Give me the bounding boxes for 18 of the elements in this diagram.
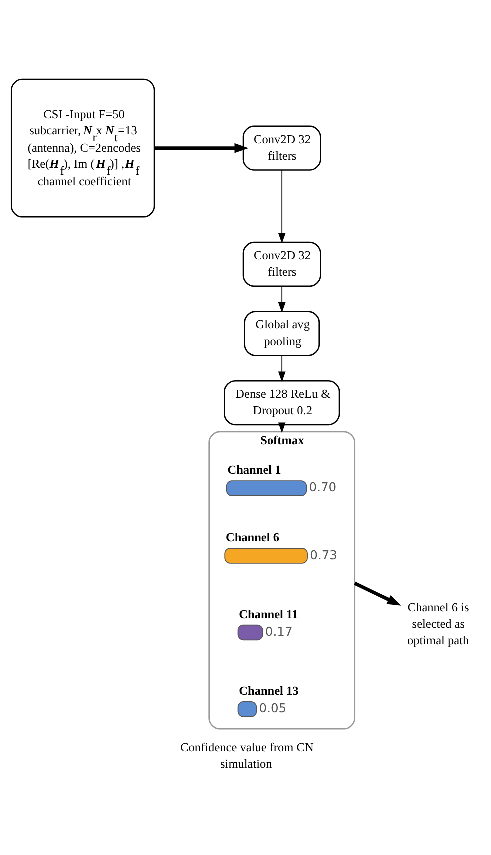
arrow — [354, 581, 402, 606]
arrow — [278, 355, 286, 382]
arrow — [154, 142, 249, 153]
caption: Confidence value from CN simulation — [180, 740, 314, 770]
arrow — [278, 170, 286, 244]
node-label: 0.70 — [309, 480, 337, 494]
node-box: Conv2D 32 filters — [242, 241, 322, 287]
arrow — [278, 286, 286, 312]
node-text: Channel 6 is selected as optimal path — [407, 600, 470, 648]
node-label: Channel 11 — [239, 606, 298, 621]
node-label: Channel 6 — [226, 530, 280, 544]
node-box: Global avg pooling — [244, 310, 320, 356]
node-label: Channel 1 — [228, 462, 282, 477]
node-label: 0.73 — [310, 548, 338, 562]
node-label: 0.17 — [265, 624, 293, 638]
node-box: Conv2D 32 filters — [242, 125, 322, 170]
node-label: Channel 13 — [239, 684, 299, 698]
node-label: 0.05 — [259, 701, 287, 716]
